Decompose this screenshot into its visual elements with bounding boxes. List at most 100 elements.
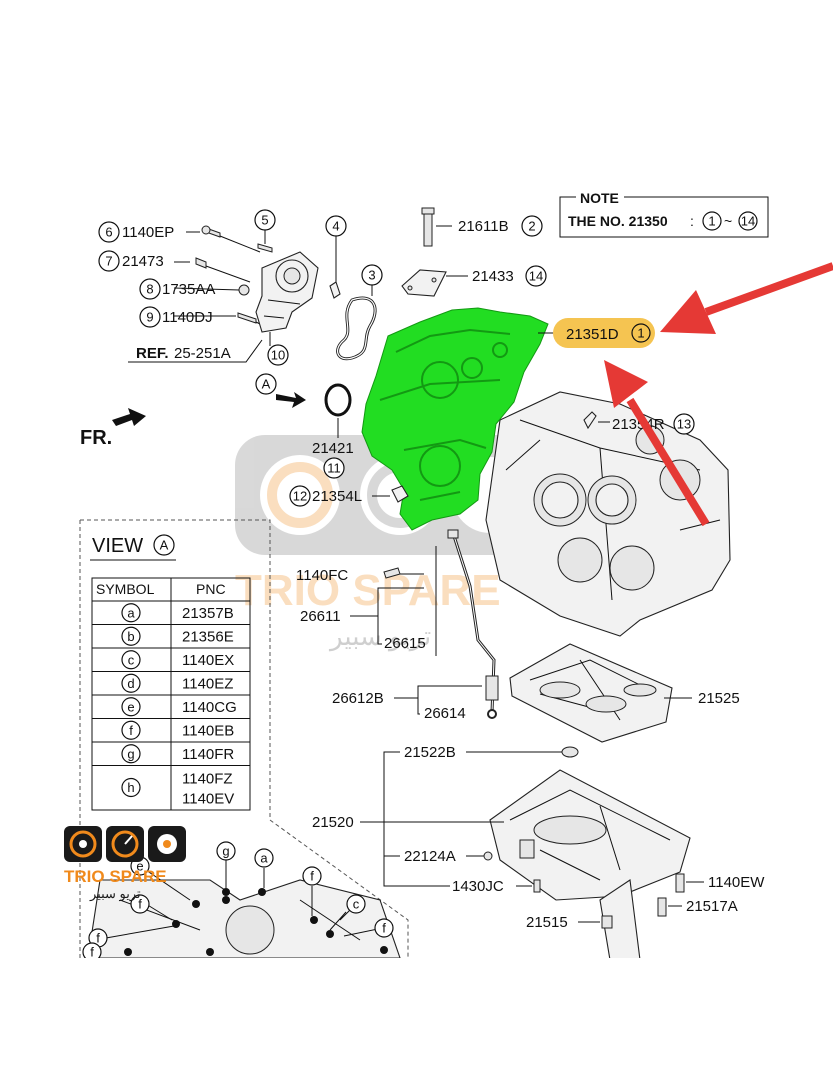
table-symbol: b [127, 629, 134, 644]
svg-text:13: 13 [677, 417, 691, 432]
gasket-seal: 3 [336, 264, 383, 361]
pnc-21351D: 21351D [566, 326, 619, 343]
table-symbol: d [127, 676, 134, 691]
svg-text:2: 2 [528, 219, 535, 234]
pnc-26614: 26614 [424, 705, 466, 722]
svg-text:f: f [310, 869, 314, 884]
table-pnc: 21356E [182, 628, 234, 645]
svg-text:9: 9 [146, 310, 153, 325]
logo-brand: TRIO SPARE [64, 867, 167, 886]
symbol-circle [121, 720, 141, 740]
pnc-21433: 21433 [472, 268, 514, 285]
gasket-small: 4 [325, 215, 347, 299]
table-pnc: 21357B [182, 605, 234, 622]
oil-seal-21421: 21421 11 [312, 383, 354, 479]
engine-block [485, 391, 731, 637]
pnc-26615: 26615 [384, 635, 426, 652]
timing-cover-21351D [361, 307, 549, 531]
note-title: NOTE [580, 190, 619, 206]
pnc-1140FC: 1140FC [296, 567, 348, 584]
svg-text:14: 14 [529, 269, 543, 284]
table-symbol: g [127, 746, 134, 761]
svg-text:3: 3 [368, 268, 375, 283]
callout-9: 9 1140DJ [139, 306, 213, 328]
ref-label: REF. 25-251A [136, 345, 231, 362]
callout-7: 7 21473 [98, 250, 164, 272]
svg-text:c: c [353, 897, 360, 912]
table-pnc: 1140EV [182, 791, 234, 808]
symbol-circle [121, 603, 141, 623]
pnc-21520: 21520 [312, 814, 354, 831]
pnc-21522B: 21522B [404, 744, 456, 761]
svg-text:8: 8 [146, 282, 153, 297]
symbol-circle [121, 626, 141, 646]
pnc-1430JC: 1430JC [452, 878, 504, 895]
table-pnc: 1140EB [182, 722, 234, 739]
svg-text:e: e [136, 859, 143, 874]
svg-text:11: 11 [327, 461, 341, 476]
table-symbol: c [128, 652, 135, 667]
view-a-detail: g a e f f c f f f [82, 841, 401, 962]
table-symbol: e [127, 699, 134, 714]
svg-text:25-251A: 25-251A [174, 345, 231, 362]
table-pnc: 1140EZ [182, 675, 233, 692]
brand-logo: TRIO SPARE تريو سبير [64, 826, 186, 902]
symbol-circle [121, 777, 141, 798]
table-pnc: 1140CG [182, 699, 237, 716]
svg-text:A: A [262, 377, 271, 392]
svg-text:6: 6 [105, 225, 112, 240]
svg-text:12: 12 [293, 489, 307, 504]
plate-21433: 21433 14 [401, 265, 547, 297]
oil-pan-labels: 21522B 21520 22124A 1430JC 21515 1140EW … [312, 744, 765, 931]
callout-8: 8 1735AA [139, 278, 215, 300]
pnc-22124A: 22124A [404, 848, 456, 865]
bolt-21611B: 21611B 2 [421, 207, 543, 247]
pnc-1140EP: 1140EP [122, 224, 174, 241]
callout-6: 6 1140EP [98, 221, 174, 243]
pnc-21611B: 21611B [458, 218, 509, 235]
note-range-start: 1 [708, 214, 715, 229]
svg-text:FR.: FR. [80, 427, 112, 449]
view-title: VIEW [92, 535, 143, 557]
svg-text:5: 5 [261, 213, 268, 228]
pnc-1140EW: 1140EW [708, 874, 765, 891]
table-pnc: 1140EX [182, 652, 234, 669]
oil-pan-21520 [489, 746, 691, 961]
baffle-21525: 21525 [509, 643, 740, 743]
svg-text:f: f [382, 921, 386, 936]
note-range-end: 14 [741, 214, 755, 229]
note-range-sep: ~ [724, 213, 732, 229]
table-pnc: 1140FZ [182, 771, 233, 788]
svg-text:4: 4 [332, 219, 339, 234]
note-line: THE NO. 21350 [568, 213, 668, 229]
watermark-brand: TRIO SPARE [235, 566, 501, 615]
svg-text:10: 10 [271, 348, 285, 363]
svg-text:f: f [138, 897, 142, 912]
svg-text:g: g [222, 844, 229, 859]
pnc-21515: 21515 [526, 914, 568, 931]
col-pnc: PNC [196, 581, 226, 597]
callout-10: 10 [267, 344, 289, 366]
view-marker: A [160, 538, 169, 553]
table-symbol: h [127, 780, 134, 795]
view-a-panel: VIEW A SYMBOL PNC [79, 519, 409, 958]
callout-21351D: 21351D 1 [538, 318, 655, 348]
pnc-1735AA: 1735AA [162, 281, 215, 298]
pnc-21354L: 21354L [312, 488, 362, 505]
table-symbol: f [129, 723, 133, 738]
pnc-26611: 26611 [300, 608, 341, 625]
svg-text:f: f [90, 945, 94, 960]
svg-text:f: f [96, 931, 100, 946]
symbol-circle [121, 673, 141, 693]
svg-text:1: 1 [637, 326, 644, 341]
dipstick-assembly: 1140FC 26611 26615 26612B 26614 [296, 529, 499, 722]
col-symbol: SYMBOL [96, 581, 155, 597]
symbol-circle [121, 697, 141, 717]
symbol-circle [121, 744, 141, 764]
pnc-26612B: 26612B [332, 690, 384, 707]
front-indicator: FR. [80, 408, 146, 449]
water-pump-group [128, 225, 319, 363]
svg-text:7: 7 [105, 254, 112, 269]
